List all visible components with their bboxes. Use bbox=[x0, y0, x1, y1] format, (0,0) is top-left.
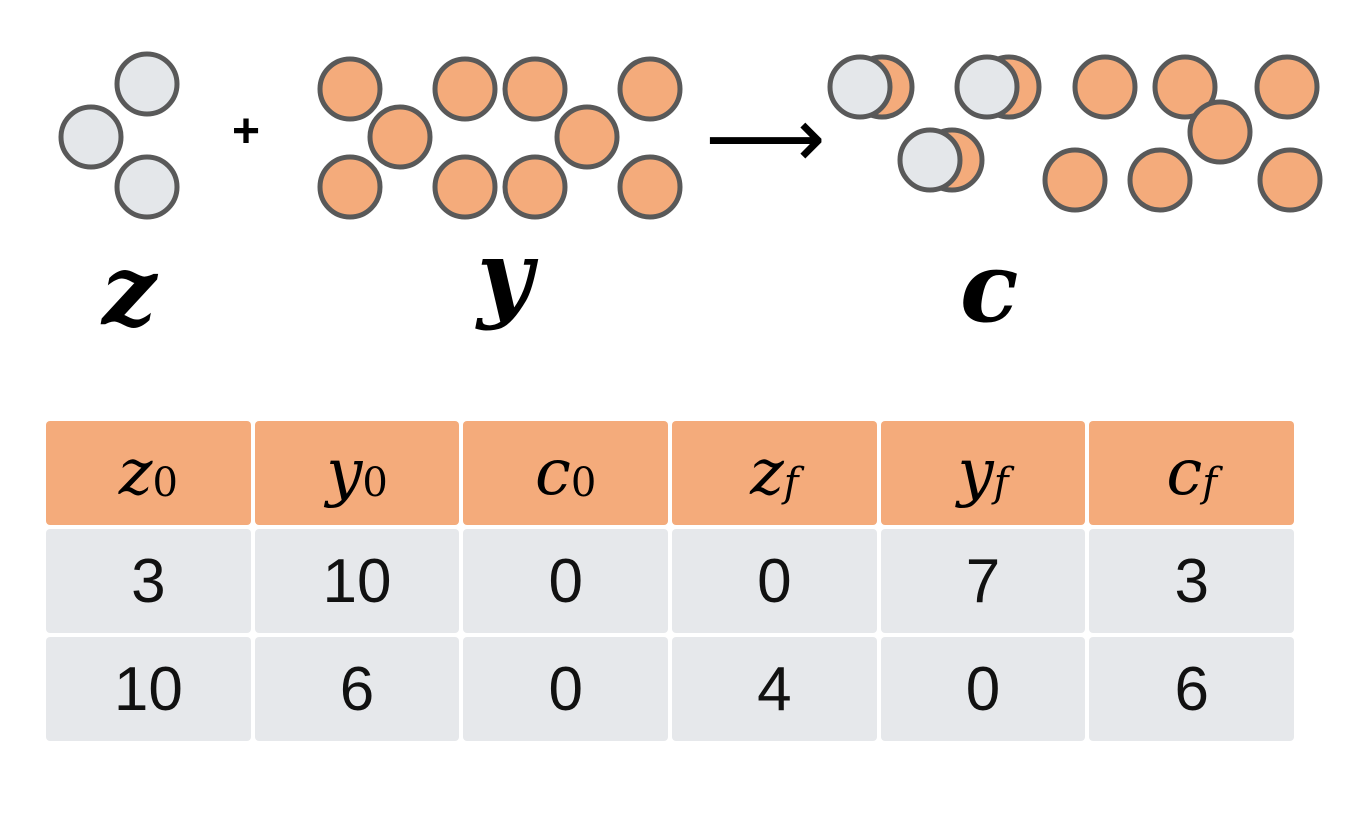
y-particle bbox=[617, 154, 683, 220]
y-particle bbox=[502, 56, 568, 122]
y-particle bbox=[1254, 54, 1320, 120]
z-particle bbox=[114, 154, 180, 220]
y-particle bbox=[1257, 147, 1323, 213]
y-particle bbox=[1042, 147, 1108, 213]
header-subscript: f bbox=[783, 460, 799, 506]
reaction-diagram bbox=[58, 51, 1323, 220]
header-subscript: 0 bbox=[362, 460, 388, 506]
header-subscript: f bbox=[1202, 460, 1218, 506]
z-particle bbox=[114, 51, 180, 117]
reactant-y-particles bbox=[317, 56, 683, 220]
z-particle bbox=[58, 104, 124, 170]
label-y: y bbox=[477, 219, 533, 332]
table-cell: 4 bbox=[672, 637, 877, 741]
c-pair-z-particle bbox=[954, 54, 1020, 120]
c-pair-z-particle bbox=[827, 54, 893, 120]
header-base: y bbox=[326, 436, 363, 510]
table-cell: 10 bbox=[46, 637, 251, 741]
y-particle bbox=[1152, 54, 1218, 120]
y-particle bbox=[1072, 54, 1138, 120]
header-base: c bbox=[535, 436, 571, 510]
table-cell: 3 bbox=[1089, 529, 1295, 633]
y-particle bbox=[317, 56, 383, 122]
y-particle bbox=[617, 56, 683, 122]
y-particle bbox=[1187, 99, 1253, 165]
c-pair-z-particle bbox=[897, 127, 963, 193]
plus-sign: + bbox=[232, 105, 261, 158]
y-particle bbox=[554, 104, 620, 170]
table-cell: 7 bbox=[880, 529, 1086, 633]
table-cell: 6 bbox=[254, 637, 460, 741]
label-z: z bbox=[102, 234, 157, 347]
header-base: z bbox=[750, 436, 784, 510]
header-base: y bbox=[957, 436, 994, 510]
y-particle bbox=[432, 56, 498, 122]
header-base: c bbox=[1166, 436, 1203, 510]
header-base: z bbox=[118, 436, 153, 510]
table-cell: 0 bbox=[880, 637, 1086, 741]
y-particle bbox=[502, 154, 568, 220]
product-c-particles bbox=[827, 54, 1323, 213]
header-subscript: 0 bbox=[152, 460, 178, 506]
table-cell: 10 bbox=[254, 529, 460, 633]
y-particle bbox=[1127, 147, 1193, 213]
table-cell: 3 bbox=[46, 529, 251, 633]
table-cell: 0 bbox=[463, 637, 669, 741]
table-cell: 6 bbox=[1089, 637, 1295, 741]
reactant-z-particles bbox=[58, 51, 180, 220]
y-particle bbox=[367, 104, 433, 170]
header-subscript: f bbox=[993, 460, 1009, 506]
table-cell: 0 bbox=[672, 529, 877, 633]
y-particle bbox=[317, 154, 383, 220]
y-particle bbox=[432, 154, 498, 220]
header-subscript: 0 bbox=[570, 460, 597, 506]
table-row: 10 6 0 4 0 6 bbox=[46, 637, 1295, 741]
table-row: 3 10 0 0 7 3 bbox=[46, 529, 1295, 633]
reaction-arrow: ⟶ bbox=[705, 89, 826, 187]
label-c: c bbox=[960, 231, 1019, 344]
table-cell: 0 bbox=[463, 529, 669, 633]
